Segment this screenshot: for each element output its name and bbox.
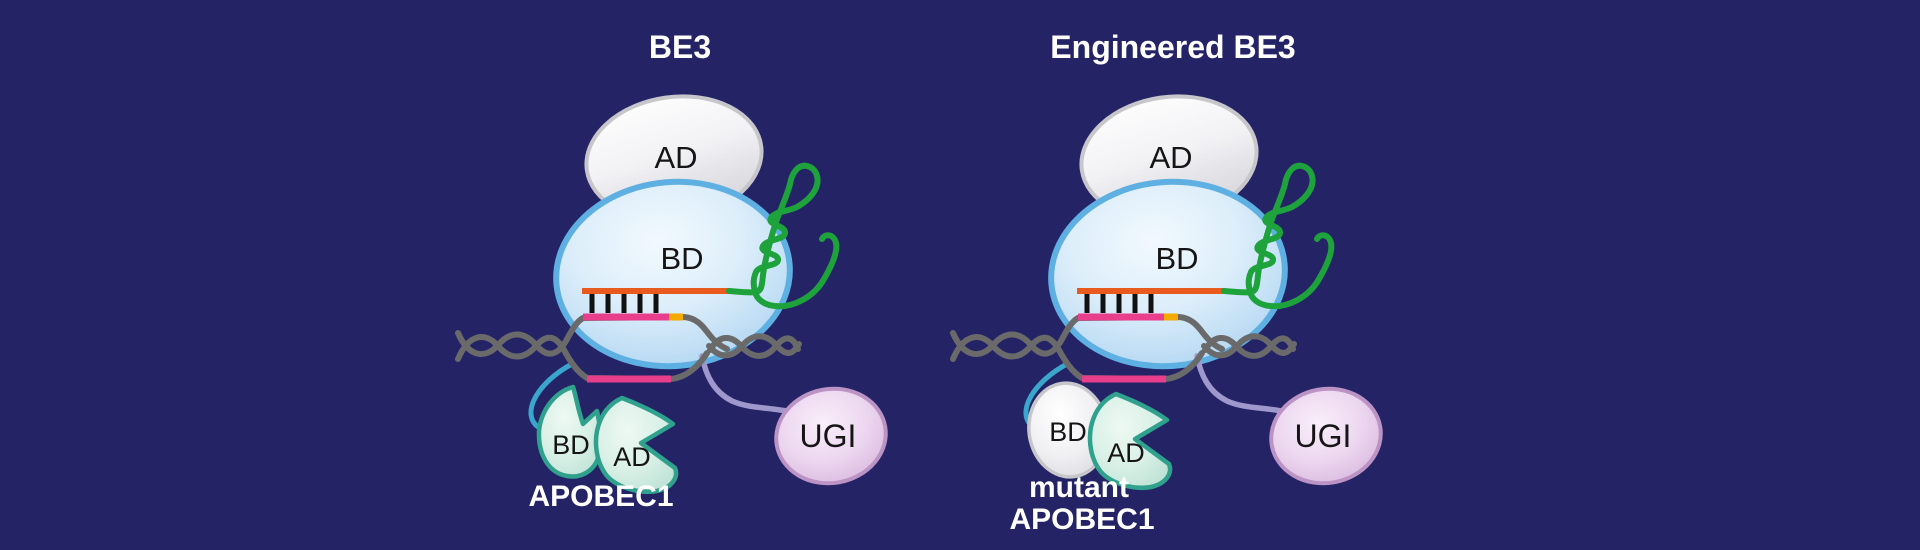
- apobec-caption-line1: mutant: [1029, 471, 1129, 504]
- panel-title: Engineered BE3: [1050, 29, 1295, 65]
- apobec-ad-label: AD: [613, 442, 651, 472]
- ad-domain-label: AD: [1149, 140, 1192, 175]
- ugi-label: UGI: [1295, 418, 1352, 454]
- panel-engineered-be3: Engineered BE3 AD BD BD AD mutant APOBEC…: [953, 29, 1388, 536]
- panel-title: BE3: [649, 29, 711, 65]
- panel-be3: BE3 AD BD BD AD APOBEC1 UGI: [458, 29, 893, 513]
- bd-domain-label: BD: [660, 241, 703, 276]
- apobec-caption-line2: APOBEC1: [1009, 503, 1154, 536]
- bd-domain-label: BD: [1155, 241, 1198, 276]
- apobec-ad-label: AD: [1107, 438, 1145, 468]
- ad-domain-label: AD: [654, 140, 697, 175]
- mutant-bd-label: BD: [1049, 417, 1087, 447]
- apobec-bd-label: BD: [552, 430, 590, 460]
- apobec-caption: APOBEC1: [528, 480, 673, 513]
- apobec-bd-leaf: [536, 384, 603, 479]
- ugi-label: UGI: [800, 418, 857, 454]
